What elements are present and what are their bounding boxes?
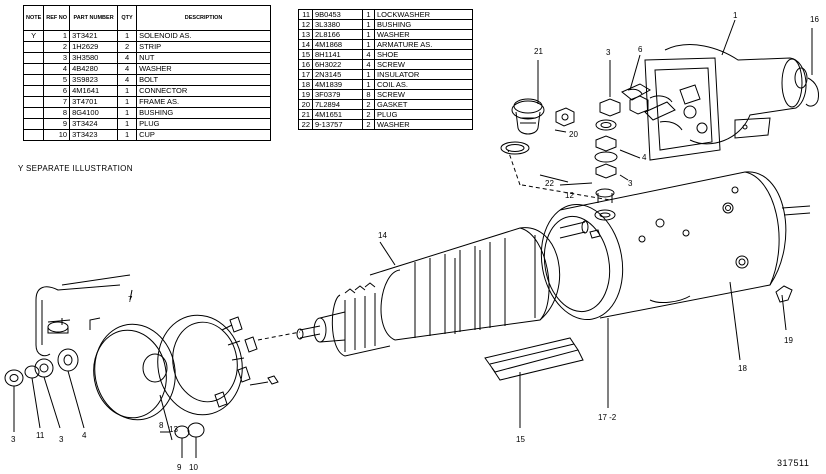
- callouts: 1 3 6 16 21 20 4 3 22 12 14 19 18 17 -2 …: [11, 11, 819, 472]
- callout-17-2: 17 -2: [598, 413, 617, 422]
- callout-11: 11: [36, 431, 45, 440]
- callout-1: 1: [733, 11, 738, 20]
- callout-3d: 3: [59, 435, 64, 444]
- callout-14: 14: [378, 231, 387, 240]
- cell-note: [22, 129, 45, 141]
- callout-3b: 3: [628, 179, 633, 188]
- header-part-number: PART NUMBER: [69, 5, 119, 31]
- callout-21: 21: [534, 47, 543, 56]
- callout-15: 15: [516, 435, 525, 444]
- motor-housing: [540, 171, 811, 321]
- callout-6: 6: [638, 45, 643, 54]
- callout-19: 19: [784, 336, 793, 345]
- callout-7: 7: [128, 295, 133, 304]
- callout-12: 12: [565, 191, 574, 200]
- terminal-hardware: [500, 19, 813, 221]
- callout-20: 20: [569, 130, 578, 139]
- separate-illustration-note: Y SEPARATE ILLUSTRATION: [18, 164, 133, 173]
- header-description: DESCRIPTION: [136, 5, 272, 31]
- callout-10: 10: [189, 463, 198, 472]
- table-header-row: NOTE REF NO PART NUMBER QTY DESCRIPTION: [22, 5, 272, 31]
- callout-4: 4: [642, 153, 647, 162]
- leader-lines: [379, 241, 793, 428]
- callout-16: 16: [810, 15, 819, 24]
- callout-18: 18: [738, 364, 747, 373]
- callout-4b: 4: [82, 431, 87, 440]
- callout-22: 22: [545, 179, 554, 188]
- cell-desc: CUP: [136, 129, 272, 141]
- callout-3c: 3: [11, 435, 16, 444]
- armature: [296, 220, 589, 357]
- end-frame-assembly: [4, 274, 301, 458]
- cell-qty: 1: [117, 129, 138, 141]
- callout-3: 3: [606, 48, 611, 57]
- solenoid-assembly: [621, 44, 819, 161]
- parts-table-left: NOTE REF NO PART NUMBER QTY DESCRIPTION …: [22, 5, 272, 141]
- cell-desc: WASHER: [374, 119, 473, 130]
- field-shoe: [484, 337, 584, 381]
- callout-13: 13: [169, 425, 178, 434]
- callout-9: 9: [177, 463, 182, 472]
- figure-number: 317511: [777, 458, 810, 468]
- callout-8: 8: [159, 421, 164, 430]
- header-ref-no: REF NO: [43, 5, 71, 31]
